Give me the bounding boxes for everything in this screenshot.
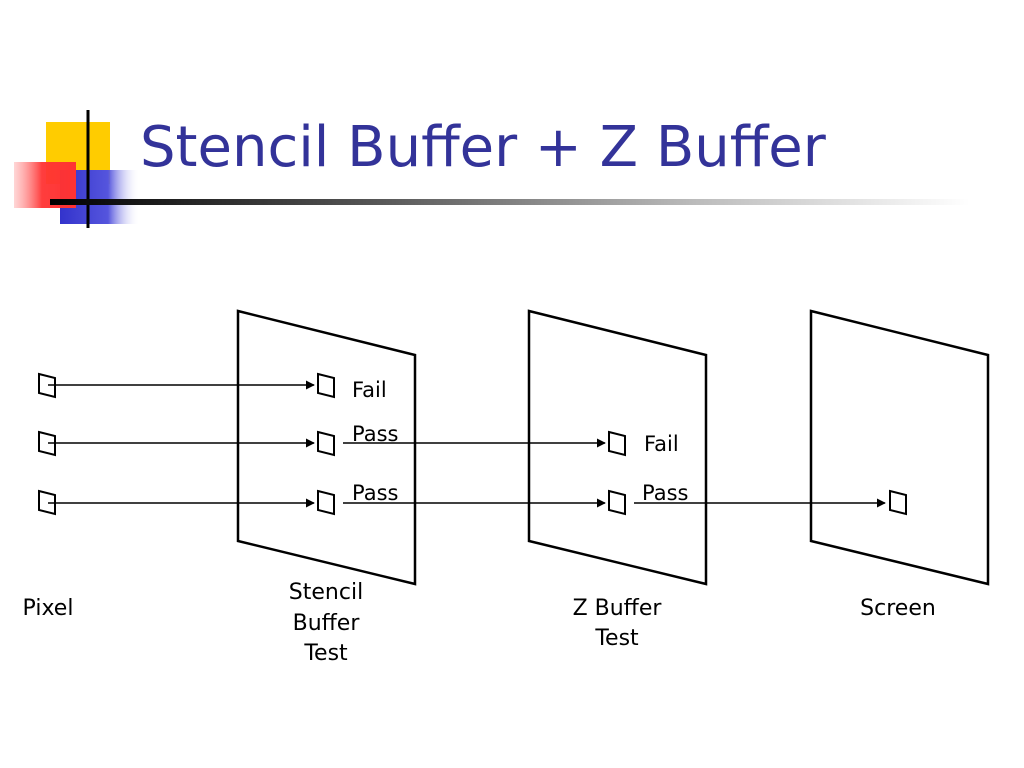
stage-caption-screen: Screen [860,596,936,621]
caption-line: Test [303,641,348,666]
pixel-square [38,372,56,399]
stage-caption-stencil: Stencil Buffer Test [289,580,363,666]
caption-line: Screen [860,596,936,621]
caption-line: Stencil [289,580,363,605]
screen-plane [809,309,990,586]
pixel-square [317,372,335,399]
stage-caption-zbuffer: Z Buffer Test [573,596,663,651]
flow-row-2: Pass Fail [38,422,679,457]
stencil-result-label: Fail [352,378,387,402]
z-result-label: Fail [644,432,679,456]
caption-line: Pixel [23,596,74,621]
caption-line: Z Buffer [573,596,663,621]
pixel-square [317,430,335,457]
pixel-square [608,430,626,457]
title-underline [50,199,970,205]
z-result-label: Pass [642,481,688,505]
slide-title: Stencil Buffer + Z Buffer [140,115,826,180]
pixel-square [889,489,907,516]
stencil-result-label: Pass [352,481,398,505]
caption-line: Buffer [293,611,361,636]
flow-row-3: Pass Pass [38,481,907,516]
caption-line: Test [594,626,639,651]
z-buffer-plane [527,309,708,586]
stage-caption-pixel: Pixel [23,596,74,621]
pixel-square [38,489,56,516]
flow-row-1: Fail [38,372,387,402]
pixel-square [38,430,56,457]
stencil-buffer-plane [236,309,417,586]
stencil-result-label: Pass [352,422,398,446]
pixel-square [317,489,335,516]
pixel-square [608,489,626,516]
